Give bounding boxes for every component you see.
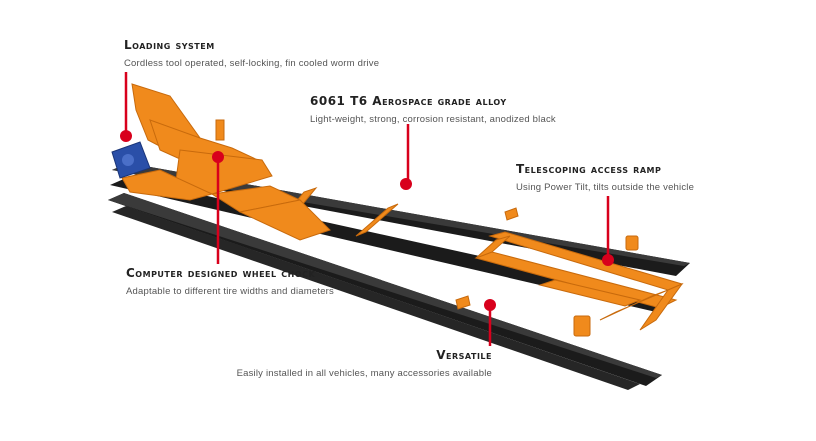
callout-description: Easily installed in all vehicles, many a… [236, 368, 492, 379]
leader-lines [124, 72, 610, 346]
callout-description: Light-weight, strong, corrosion resistan… [310, 114, 556, 125]
marker-chock [212, 151, 224, 163]
rail-front-top [108, 193, 662, 378]
callout-title: 6061 T6 Aerospace grade alloy [310, 94, 507, 108]
callout-description: Cordless tool operated, self-locking, fi… [124, 58, 380, 69]
marker-alloy [400, 178, 412, 190]
marker-ramp [602, 254, 614, 266]
motor [111, 141, 151, 179]
callout-description: Adaptable to different tire widths and d… [126, 286, 334, 297]
ramp-frame [474, 231, 684, 337]
callout-title: Computer designed wheel chock [126, 266, 316, 280]
markers [120, 130, 614, 311]
wheel-chock [121, 83, 331, 241]
callout-description: Using Power Tilt, tilts outside the vehi… [516, 182, 695, 193]
callout-title: Loading system [124, 38, 215, 52]
marker-versatile [484, 299, 496, 311]
callout-title: Telescoping access ramp [516, 162, 662, 176]
callout-loading-system: Loading system Cordless tool operated, s… [124, 38, 379, 69]
callout-ramp: Telescoping access ramp Using Power Tilt… [516, 162, 694, 193]
callout-title: Versatile [436, 348, 492, 362]
callout-wheel-chock: Computer designed wheel chock Adaptable … [126, 266, 334, 297]
callout-versatile: Versatile Easily installed in all vehicl… [237, 348, 492, 379]
rail-lower [112, 206, 640, 390]
marker-loading [120, 130, 132, 142]
callout-alloy: 6061 T6 Aerospace grade alloy Light-weig… [310, 94, 556, 125]
